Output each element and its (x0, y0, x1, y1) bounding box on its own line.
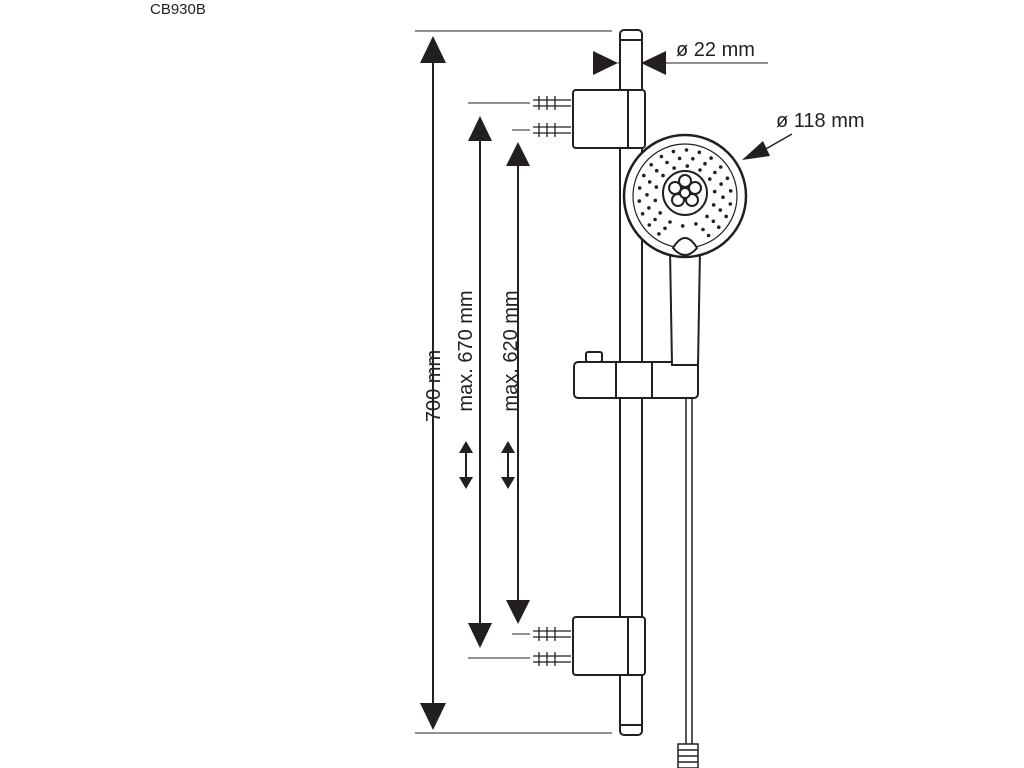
nozzle-dot (721, 195, 725, 199)
product-code: CB930B (150, 1, 206, 18)
nozzle-dot (728, 202, 733, 206)
nozzle-dot (665, 160, 669, 165)
nozzle-dot (697, 150, 702, 155)
adjust-arrow-right (501, 441, 515, 489)
nozzle-dot (713, 170, 717, 175)
bottom-wall-bracket (572, 616, 646, 676)
nozzle-dot (640, 212, 645, 216)
hose (685, 395, 693, 745)
head-diameter-arrow (742, 141, 770, 160)
nozzle-dot (712, 189, 717, 194)
nozzle-dot (719, 182, 723, 186)
nozzle-dot (698, 168, 702, 172)
nozzle-dot (701, 227, 705, 232)
rail-diameter-dimension (593, 51, 666, 75)
nozzle-dot (691, 157, 695, 161)
nozzle-dot (653, 198, 658, 203)
nozzle-dot (658, 211, 662, 215)
nozzle-dot (653, 217, 657, 222)
nozzle-dot (668, 220, 672, 224)
nozzle-dot (711, 203, 716, 207)
mode-selector (671, 237, 699, 256)
nozzle-dot (680, 224, 685, 228)
nozzle-dot (645, 193, 649, 197)
nozzle-dot (637, 199, 642, 203)
nozzle-dot (694, 222, 698, 226)
nozzle-dot (654, 168, 659, 173)
dimension-label-700: 700 mm (423, 350, 445, 422)
nozzle-dot (711, 219, 716, 224)
nozzle-dot (717, 225, 721, 229)
dimension-620 (506, 142, 530, 624)
nozzle-dot (718, 208, 723, 212)
nozzle-dot (706, 233, 711, 238)
nozzle-dot (663, 226, 667, 231)
hand-shower-handle (668, 249, 702, 366)
nozzle-dot (661, 173, 665, 178)
nozzle-dot (637, 186, 642, 190)
nozzle-dot (672, 166, 676, 170)
dimension-700 (420, 36, 446, 730)
bottom-wall-plugs (533, 627, 571, 666)
nozzle-dot (657, 232, 661, 236)
nozzle-dot (671, 149, 676, 154)
nozzle-dot (725, 176, 730, 180)
nozzle-dot (703, 161, 707, 166)
nozzle-dot (708, 177, 712, 181)
nozzle-dot (705, 214, 709, 219)
nozzle-dot (654, 185, 659, 189)
nozzle-dot (642, 173, 646, 178)
nozzle-dot (709, 156, 713, 160)
nozzle-dot (659, 154, 664, 159)
shower-head (622, 133, 748, 259)
head-diameter-label: ø 118 mm (776, 110, 865, 132)
nozzle-dot (685, 164, 690, 168)
dimension-label-670: max. 670 mm (455, 290, 477, 411)
nozzle-dot (718, 165, 723, 169)
nozzle-dot (677, 156, 682, 161)
dimension-670 (468, 116, 492, 648)
spray-nozzles (637, 148, 733, 238)
hose-connector (677, 743, 699, 768)
slider-holder (573, 351, 699, 399)
nozzle-dot (684, 148, 689, 152)
nozzle-dot (649, 163, 653, 167)
adjust-arrow-left (459, 441, 473, 489)
nozzle-dot (728, 189, 733, 193)
center-jets (668, 174, 702, 207)
dimension-label-620: max. 620 mm (500, 290, 522, 411)
nozzle-dot (724, 214, 728, 219)
nozzle-dot (647, 206, 651, 210)
rail-diameter-label: ø 22 mm (676, 39, 755, 61)
top-wall-bracket (572, 89, 646, 149)
nozzle-dot (647, 223, 652, 227)
nozzle-dot (647, 180, 652, 184)
top-wall-plugs (533, 96, 571, 137)
